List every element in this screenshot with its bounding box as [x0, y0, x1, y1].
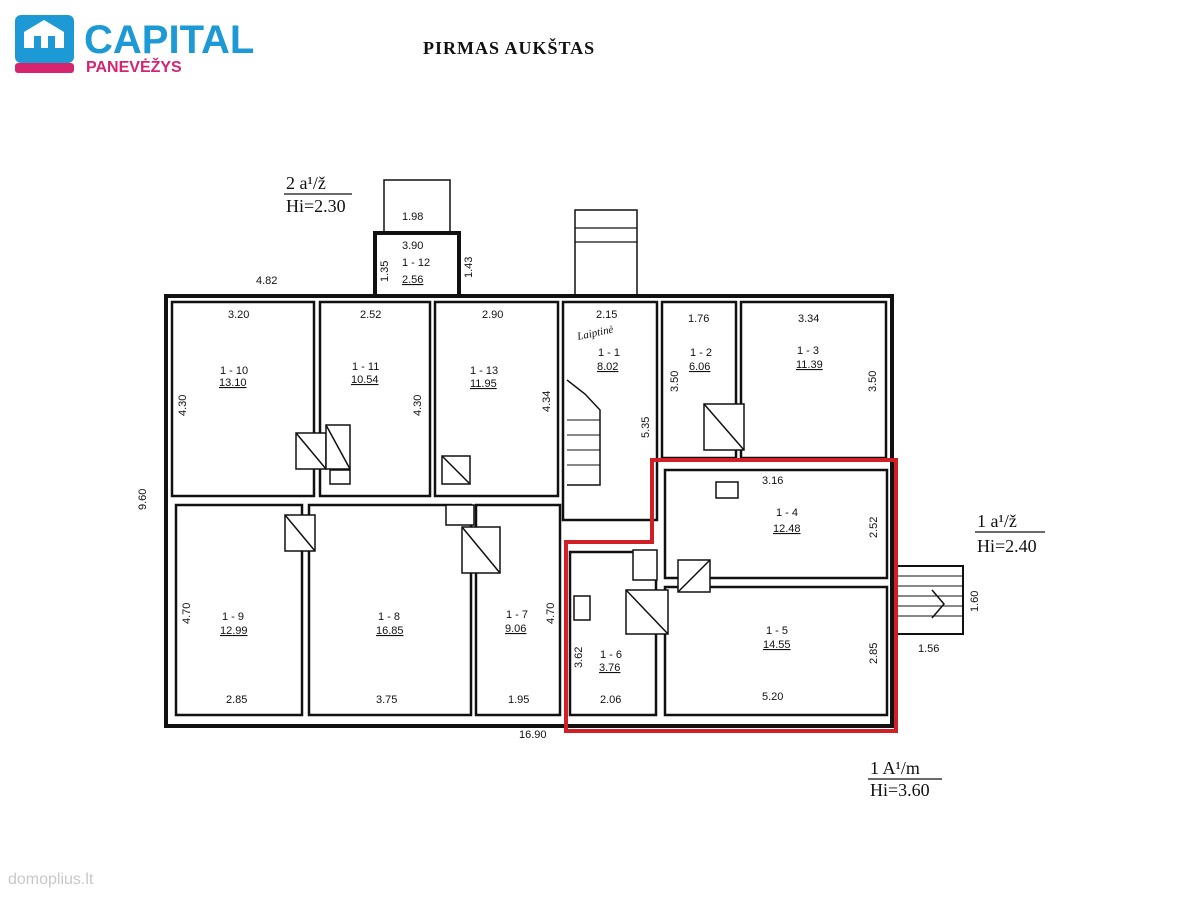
dim-room9-h: 4.70: [181, 603, 193, 624]
svg-text:14.55: 14.55: [763, 639, 791, 651]
dim-room2-w: 1.76: [688, 313, 709, 325]
dim-stair-w: 1.56: [918, 643, 939, 655]
logo-subtitle: PANEVĖŽYS: [86, 57, 182, 76]
room-1-5: 1 - 5 14.55: [763, 625, 791, 651]
room-1-3: 1 - 3 11.39: [796, 345, 823, 371]
dim-room3-w: 3.34: [798, 313, 819, 325]
room-1-9: 1 - 9 12.99: [220, 611, 248, 637]
svg-text:1 - 2: 1 - 2: [690, 347, 712, 359]
dim-room5-w: 5.20: [762, 691, 783, 703]
svg-text:11.95: 11.95: [470, 378, 497, 390]
annotation-bottom-right: 1 A¹/m Hi=3.60: [868, 758, 942, 800]
svg-text:1 - 8: 1 - 8: [378, 611, 400, 623]
vent-icon: [632, 549, 658, 581]
dim-room1-w: 2.15: [596, 309, 617, 321]
svg-text:1 - 1: 1 - 1: [598, 347, 620, 359]
svg-text:11.39: 11.39: [796, 359, 823, 371]
svg-text:8.02: 8.02: [597, 361, 618, 373]
svg-text:Hi=2.40: Hi=2.40: [977, 536, 1037, 556]
plan-title: PIRMAS AUKŠTAS: [423, 37, 595, 58]
dim-room2-h: 3.50: [669, 371, 681, 392]
dim-room9-w: 2.85: [226, 694, 247, 706]
dim-room8-w: 3.75: [376, 694, 397, 706]
dim-annex-left: 1.35: [379, 261, 391, 282]
walls: [164, 179, 964, 728]
dim-top-total: 4.82: [256, 275, 277, 287]
vent-icon: [329, 469, 351, 485]
svg-text:2 a¹/ž: 2 a¹/ž: [286, 173, 326, 193]
dim-room10-h: 4.30: [177, 395, 189, 416]
dim-room10-w: 3.20: [228, 309, 249, 321]
svg-text:12.48: 12.48: [773, 523, 801, 535]
dim-room11-w: 2.52: [360, 309, 381, 321]
dim-bottom-total: 16.90: [519, 729, 547, 741]
dim-room4-w: 3.16: [762, 475, 783, 487]
logo-name: CAPITAL: [84, 18, 254, 62]
outlet-icon: [715, 481, 739, 499]
dim-annex-right: 1.43: [463, 257, 475, 278]
svg-text:1 - 6: 1 - 6: [600, 649, 622, 661]
svg-text:1 A¹/m: 1 A¹/m: [870, 758, 920, 778]
fixtures: [284, 403, 745, 635]
svg-text:1 - 10: 1 - 10: [220, 365, 248, 377]
handwritten-note: Laiptinė: [575, 324, 614, 344]
capital-logo: CAPITAL PANEVĖŽYS: [15, 15, 254, 76]
dim-room6-w: 2.06: [600, 694, 621, 706]
dim-annex-width: 3.90: [402, 240, 423, 252]
svg-text:1 - 11: 1 - 11: [352, 361, 379, 373]
svg-text:1 - 3: 1 - 3: [797, 345, 819, 357]
room-1-2: 1 - 2 6.06: [689, 347, 712, 373]
svg-text:1 - 4: 1 - 4: [776, 507, 798, 519]
dim-annex-top: 1.98: [402, 211, 423, 223]
annotation-right-mid: 1 a¹/ž Hi=2.40: [975, 511, 1045, 556]
svg-text:1 a¹/ž: 1 a¹/ž: [977, 511, 1017, 531]
dim-room4-h: 2.52: [868, 517, 880, 538]
dim-room6-h: 3.62: [573, 647, 585, 668]
svg-text:10.54: 10.54: [351, 374, 379, 386]
room-1-6: 1 - 63.76: [599, 649, 622, 674]
svg-text:Hi=3.60: Hi=3.60: [870, 780, 930, 800]
svg-text:13.10: 13.10: [219, 377, 247, 389]
svg-text:1 - 13: 1 - 13: [470, 365, 498, 377]
dim-room7-w: 1.95: [508, 694, 529, 706]
dim-room13-h: 4.34: [541, 391, 553, 412]
dim-room11-h: 4.30: [412, 395, 424, 416]
room-1-7: 1 - 7 9.06: [505, 609, 528, 635]
room-1-8: 1 - 8 16.85: [376, 611, 404, 637]
svg-text:16.85: 16.85: [376, 625, 404, 637]
dimension-labels: 4.82 9.60 16.90 1.98 3.90 1.35 1.43 3.20…: [137, 211, 981, 741]
svg-text:1 - 9: 1 - 9: [222, 611, 244, 623]
room-1-4: 1 - 4 12.48: [773, 507, 801, 535]
svg-text:1 - 7: 1 - 7: [506, 609, 528, 621]
svg-text:3.76: 3.76: [599, 662, 620, 674]
annotation-left-top: 2 a¹/ž Hi=2.30: [284, 173, 352, 216]
watermark: domoplius.lt: [8, 871, 94, 888]
dim-room3-h: 3.50: [867, 371, 879, 392]
highlighted-unit-outline: [564, 458, 898, 733]
svg-text:1 - 5: 1 - 5: [766, 625, 788, 637]
svg-text:12.99: 12.99: [220, 625, 248, 637]
svg-text:Hi=2.30: Hi=2.30: [286, 196, 346, 216]
svg-text:6.06: 6.06: [689, 361, 710, 373]
dim-room13-w: 2.90: [482, 309, 503, 321]
dim-room7-h: 4.70: [545, 603, 557, 624]
sink-icon: [573, 595, 591, 621]
svg-text:2.56: 2.56: [402, 274, 423, 286]
dim-stair-h: 1.60: [969, 591, 981, 612]
dim-left-total: 9.60: [137, 489, 149, 510]
dim-room5-h: 2.85: [868, 643, 880, 664]
dim-room1-h: 5.35: [640, 417, 652, 438]
vent-icon: [445, 504, 475, 526]
room-1-1: 1 - 1 8.02: [597, 347, 620, 373]
room-1-12: 1 - 12 2.56: [402, 257, 430, 286]
svg-text:1 - 12: 1 - 12: [402, 257, 430, 269]
svg-text:9.06: 9.06: [505, 623, 526, 635]
